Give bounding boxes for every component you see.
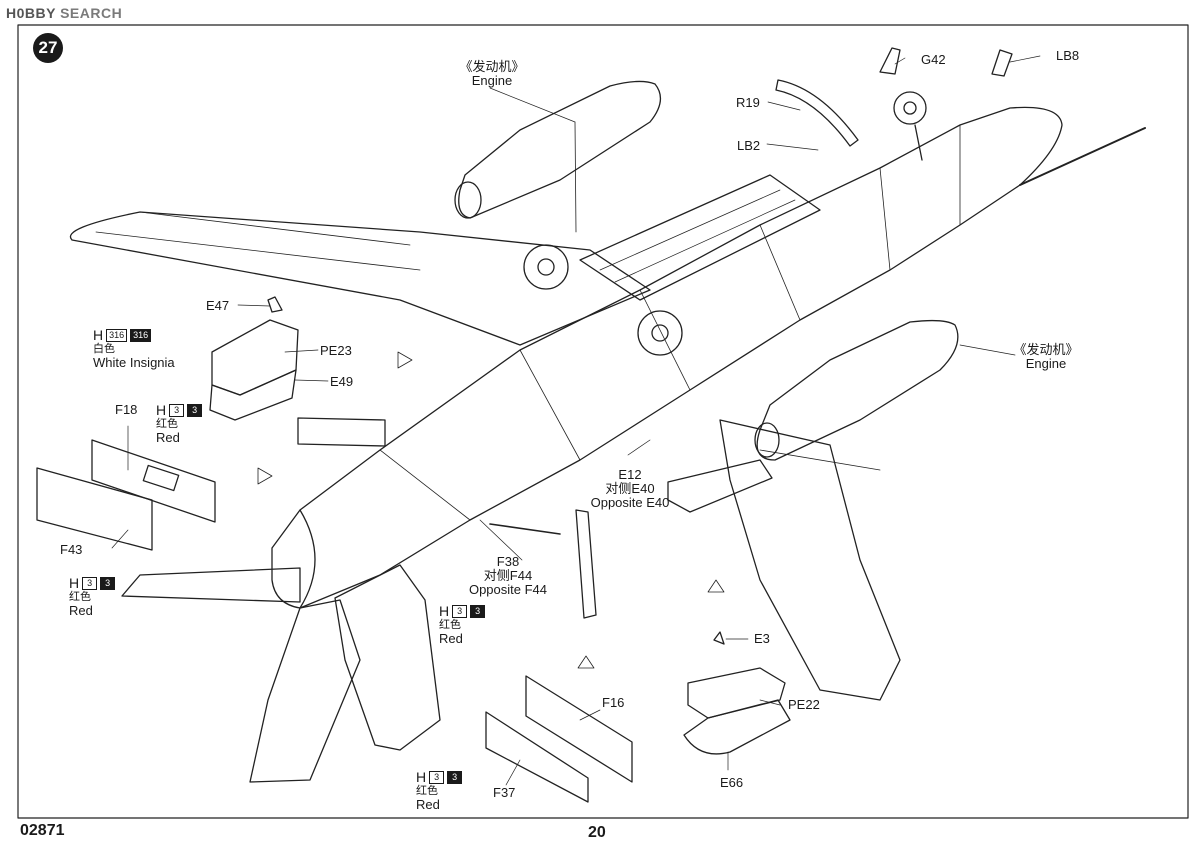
watermark-text-a: H0BBY bbox=[6, 5, 56, 21]
part-label-f43: F43 bbox=[60, 542, 83, 557]
paint-name-en: White Insignia bbox=[93, 355, 175, 370]
part-label-e12-group: E12 对侧E40 Opposite E40 bbox=[585, 468, 675, 510]
part-label-e49: E49 bbox=[330, 374, 354, 389]
paint-name-cn: 红色 bbox=[156, 418, 178, 430]
part-label-e66: E66 bbox=[720, 775, 744, 790]
paint-code-box-dark: 3 bbox=[470, 604, 486, 618]
part-label-f44-cn: 对侧F44 bbox=[483, 568, 533, 583]
engine-label-right-en: Engine bbox=[1025, 356, 1067, 371]
part-g42 bbox=[879, 47, 901, 75]
part-e3 bbox=[713, 631, 725, 645]
paint-name-en: Red bbox=[416, 797, 440, 812]
page-number: 20 bbox=[588, 824, 606, 841]
paint-prefix: H bbox=[69, 575, 80, 591]
part-label-r19: R19 bbox=[736, 95, 760, 110]
paint-name-cn: 红色 bbox=[439, 619, 461, 631]
paint-code-box-dark: 3 bbox=[187, 403, 203, 417]
paint-prefix: H bbox=[439, 603, 450, 619]
part-r19 bbox=[775, 79, 859, 147]
part-label-lb8: LB8 bbox=[1056, 48, 1080, 63]
part-label-e12: E12 bbox=[618, 467, 642, 482]
paint-name-cn: 红色 bbox=[69, 591, 91, 603]
part-e47 bbox=[267, 296, 283, 313]
paint-code-box: 316 bbox=[106, 328, 128, 342]
part-label-f38-group: F38 对侧F44 Opposite F44 bbox=[463, 555, 553, 597]
paint-prefix: H bbox=[416, 769, 427, 785]
right-engine-nacelle bbox=[756, 319, 959, 461]
right-wing bbox=[719, 419, 901, 701]
horizontal-stabilizer-right bbox=[334, 564, 441, 751]
part-f18 bbox=[91, 439, 216, 523]
part-label-lb2: LB2 bbox=[737, 138, 761, 153]
watermark-text-b: SEARCH bbox=[60, 5, 123, 21]
vertical-fin bbox=[249, 599, 361, 783]
nose-wheel bbox=[893, 91, 927, 125]
part-pe23 bbox=[211, 319, 299, 396]
kit-number: 02871 bbox=[20, 822, 65, 839]
left-wing bbox=[69, 211, 651, 346]
direction-arrows bbox=[257, 351, 725, 669]
part-f37 bbox=[485, 711, 589, 803]
part-e66 bbox=[683, 699, 791, 755]
engine-label-right-cn: 《发动机》 bbox=[1013, 342, 1079, 357]
paint-prefix: H bbox=[156, 402, 167, 418]
horizontal-stabilizer-left bbox=[121, 567, 301, 603]
part-pe22 bbox=[687, 667, 786, 719]
hobbysearch-watermark: H0BBY SEARCH bbox=[6, 5, 122, 21]
paint-code-box: 3 bbox=[82, 576, 98, 590]
paint-code-box-dark: 3 bbox=[100, 576, 116, 590]
access-panel bbox=[297, 417, 386, 447]
engine-label-left: 《发动机》 Engine bbox=[452, 60, 532, 88]
paint-code-box: 3 bbox=[452, 604, 468, 618]
part-label-pe22: PE22 bbox=[788, 697, 820, 712]
paint-prefix: H bbox=[93, 327, 104, 343]
part-label-pe23: PE23 bbox=[320, 343, 352, 358]
paint-code-box: 3 bbox=[429, 770, 445, 784]
weapons-bay bbox=[579, 174, 821, 301]
paint-code-box-dark: 316 bbox=[130, 328, 152, 342]
part-label-f37: F37 bbox=[493, 785, 516, 800]
part-f43 bbox=[36, 467, 153, 551]
engine-label-left-en: Engine bbox=[471, 73, 513, 88]
page-frame bbox=[17, 24, 1189, 819]
paint-name-en: Red bbox=[69, 603, 93, 618]
part-label-f18: F18 bbox=[115, 402, 138, 417]
paint-code-box: 3 bbox=[169, 403, 185, 417]
part-f44 bbox=[575, 509, 597, 619]
right-main-wheel bbox=[637, 310, 683, 356]
part-lb8 bbox=[991, 49, 1013, 77]
part-label-f44-en: Opposite F44 bbox=[468, 582, 548, 597]
part-label-e40-cn: 对侧E40 bbox=[605, 481, 655, 496]
refuel-probe bbox=[1019, 127, 1146, 186]
paint-name-en: Red bbox=[439, 631, 463, 646]
engine-label-left-cn: 《发动机》 bbox=[459, 59, 525, 74]
paint-name-en: Red bbox=[156, 430, 180, 445]
part-f16 bbox=[525, 675, 633, 783]
part-e49 bbox=[209, 369, 297, 421]
part-e40-door bbox=[667, 459, 773, 513]
left-main-wheel bbox=[523, 244, 569, 290]
part-label-e3: E3 bbox=[754, 631, 770, 646]
paint-name-cn: 白色 bbox=[93, 343, 115, 355]
paint-name-cn: 红色 bbox=[416, 785, 438, 797]
step-number-badge: 27 bbox=[33, 33, 63, 63]
paint-code-box-dark: 3 bbox=[447, 770, 463, 784]
engine-label-right: 《发动机》 Engine bbox=[1006, 343, 1086, 371]
part-label-f16: F16 bbox=[602, 695, 625, 710]
part-label-e40-en: Opposite E40 bbox=[590, 495, 670, 510]
part-label-f38: F38 bbox=[496, 554, 520, 569]
left-engine-nacelle bbox=[458, 80, 662, 219]
part-label-e47: E47 bbox=[206, 298, 230, 313]
part-label-g42: G42 bbox=[921, 52, 946, 67]
fuselage bbox=[271, 106, 1063, 609]
